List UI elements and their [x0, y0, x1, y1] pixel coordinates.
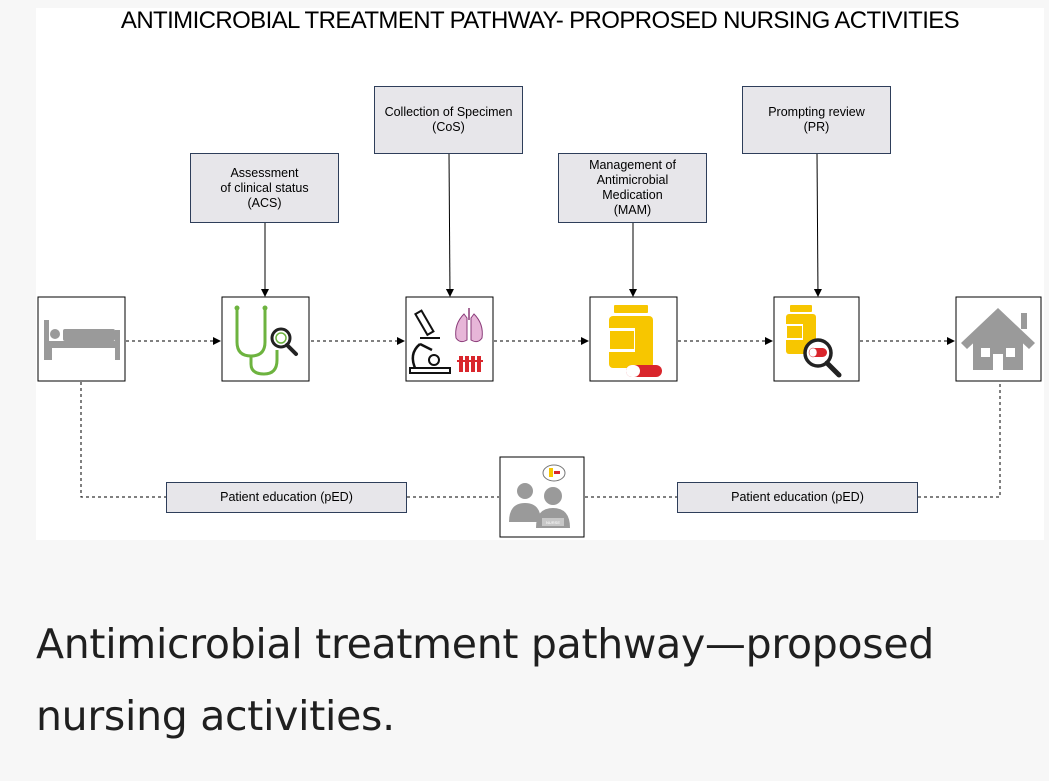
figure-caption: Antimicrobial treatment pathway—proposed…	[36, 620, 935, 740]
education-line-left	[80, 382, 166, 498]
medication-bottle-icon	[609, 305, 662, 377]
hospital-bed-icon	[44, 320, 120, 360]
microscope-icon	[409, 308, 483, 374]
connector-pr	[813, 152, 822, 297]
medication-review-icon	[786, 305, 842, 378]
patient-education-left: Patient education (pED)	[166, 482, 407, 513]
stethoscope-icon	[234, 305, 298, 376]
patient-education-right: Patient education (pED)	[677, 482, 918, 513]
nurse-badge: NURSE	[545, 520, 560, 525]
nurse-patient-icon	[509, 464, 570, 528]
activity-box-pr: Prompting review (PR)	[742, 86, 891, 154]
home-icon	[961, 308, 1035, 370]
activity-box-acs: Assessment of clinical status (ACS)	[190, 153, 339, 223]
connector-cos	[445, 152, 454, 297]
figure-title: ANTIMICROBIAL TREATMENT PATHWAY- PROPROS…	[120, 7, 960, 34]
activity-box-mam: Management of Antimicrobial Medication (…	[558, 153, 707, 223]
pathway-figure: Assessment of clinical status (ACS) Coll…	[36, 8, 1044, 540]
activity-box-cos: Collection of Specimen (CoS)	[374, 86, 523, 154]
education-line-right	[918, 382, 1001, 498]
